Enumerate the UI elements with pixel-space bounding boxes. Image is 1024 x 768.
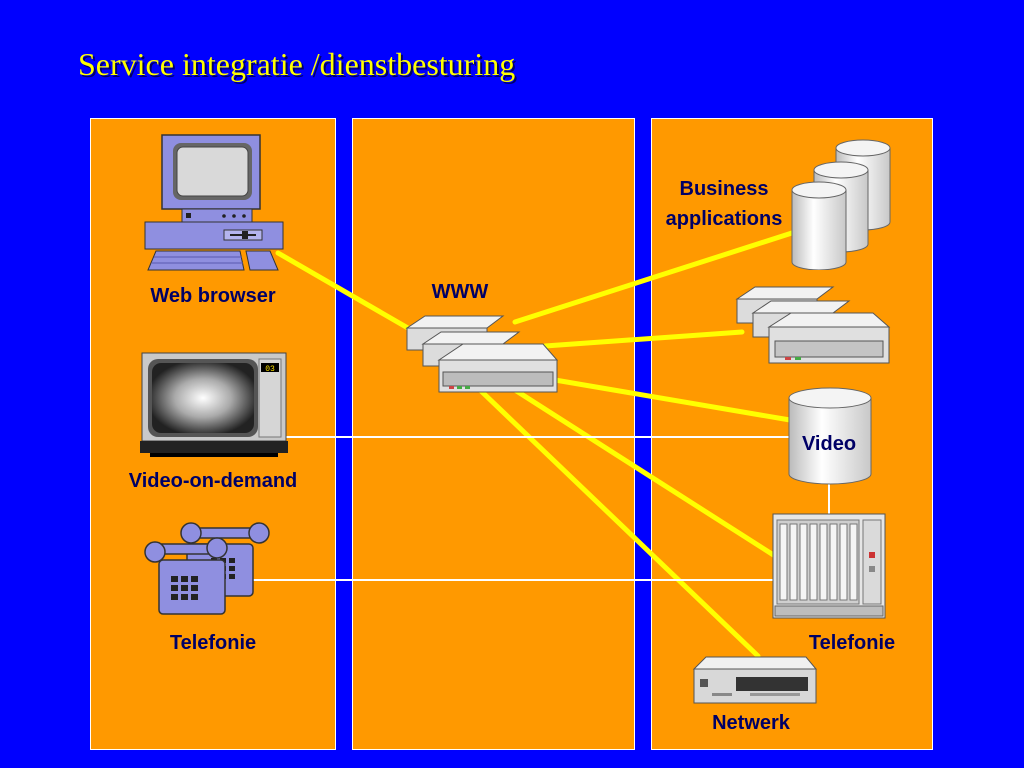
link-www-business bbox=[512, 229, 798, 325]
telephony-client-label: Telefonie bbox=[169, 632, 257, 654]
business-applications-label: Business applications bbox=[666, 174, 783, 234]
telephone-icon bbox=[144, 522, 270, 615]
www-label: WWW bbox=[431, 281, 489, 303]
tv-channel-display: 03 bbox=[265, 365, 275, 374]
network-label: Netwerk bbox=[712, 712, 790, 734]
app-server-icon bbox=[735, 286, 891, 364]
video-label: Video bbox=[801, 433, 857, 455]
link-www-network bbox=[477, 387, 761, 659]
business-label-line2: applications bbox=[665, 208, 783, 230]
link-browser-www bbox=[275, 250, 423, 338]
tv-icon: 03 bbox=[140, 352, 288, 457]
www-server-icon bbox=[405, 315, 559, 393]
slide-title: Service integratie /dienstbesturing bbox=[78, 46, 516, 82]
link-www-video bbox=[552, 377, 793, 423]
computer-icon bbox=[144, 134, 284, 271]
telephone-switch-icon bbox=[772, 513, 886, 619]
database-icon bbox=[791, 139, 891, 270]
business-label-line1: Business bbox=[679, 178, 769, 200]
network-device-icon bbox=[692, 656, 818, 704]
vod-label: Video-on-demand bbox=[128, 470, 298, 492]
web-browser-label: Web browser bbox=[150, 285, 276, 307]
video-server-icon bbox=[788, 387, 872, 485]
link-www-telephony bbox=[512, 387, 778, 559]
link-www-servers bbox=[542, 329, 745, 349]
telephony-service-label: Telefonie bbox=[808, 632, 896, 654]
